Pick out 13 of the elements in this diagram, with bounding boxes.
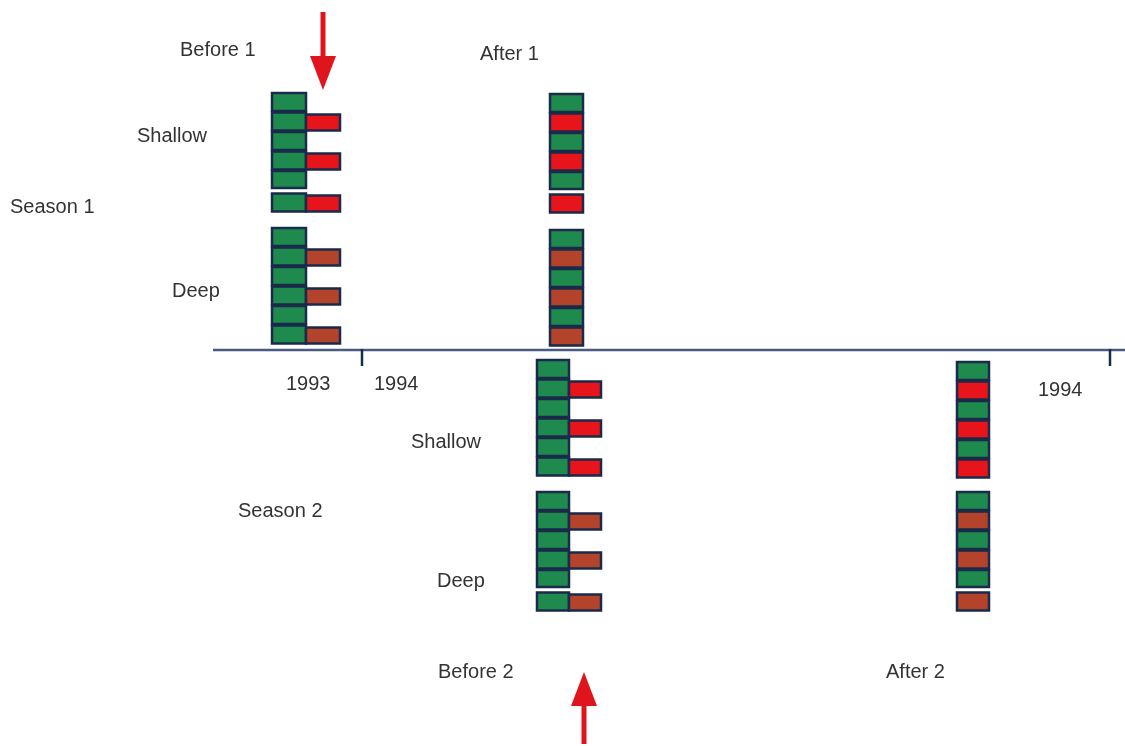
text-label: 1994 <box>374 372 419 394</box>
text-label: 1994 <box>1038 378 1083 400</box>
text-label: Season 2 <box>238 499 323 521</box>
text-label: After 1 <box>480 42 539 64</box>
text-label: After 2 <box>886 660 945 682</box>
text-label: Deep <box>172 279 220 301</box>
text-label: Before 1 <box>180 38 256 60</box>
text-label: 1993 <box>286 372 331 394</box>
text-label: Deep <box>437 569 485 591</box>
text-label: Shallow <box>137 124 208 146</box>
text-label: Before 2 <box>438 660 514 682</box>
text-label: Shallow <box>411 430 482 452</box>
text-label: Season 1 <box>10 195 95 217</box>
